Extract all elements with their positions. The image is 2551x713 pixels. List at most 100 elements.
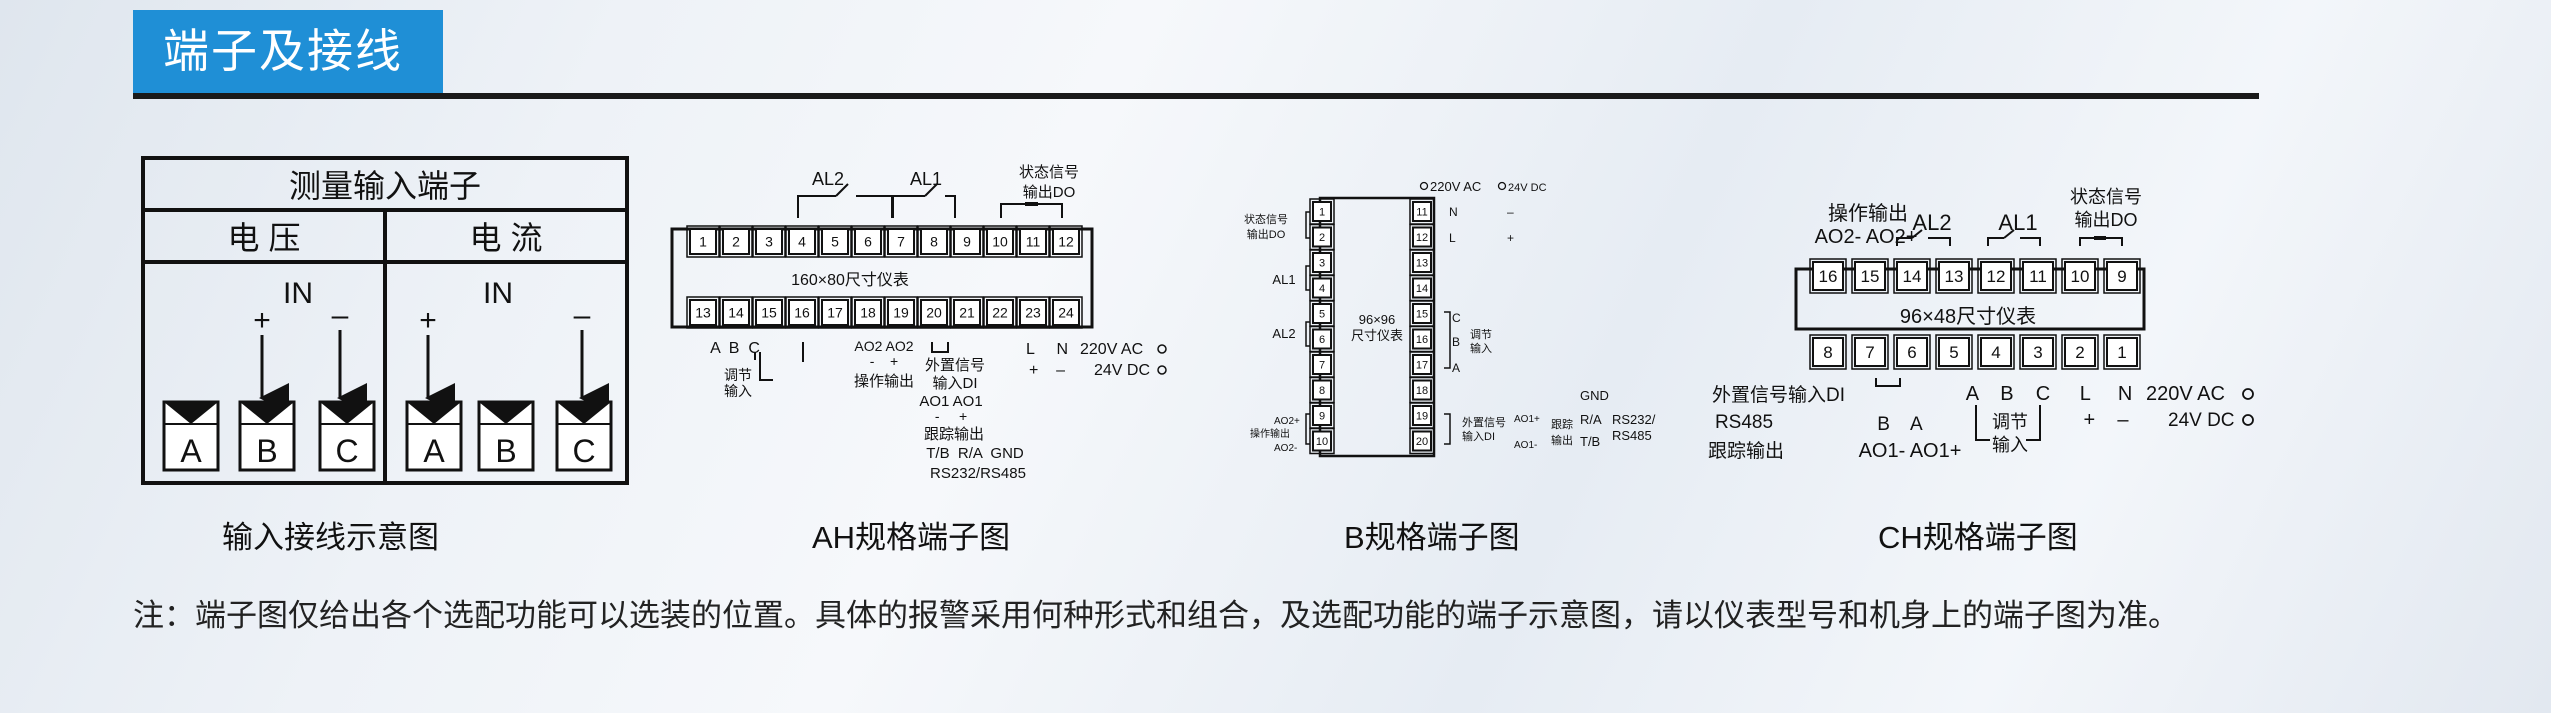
b-tb: T/B	[1580, 434, 1600, 449]
b-terminal-11: 11	[1409, 198, 1435, 225]
ah-terminal-12: 12	[1049, 225, 1083, 258]
b-terminal-number: 16	[1416, 334, 1428, 346]
b-op-out: 操作输出	[1250, 427, 1290, 440]
ah-terminal-number: 5	[831, 234, 839, 250]
ch-terminal-number: 4	[1991, 343, 2000, 362]
ah-ao1-sign: - +	[935, 408, 967, 424]
ah-al2: AL2	[812, 169, 844, 189]
ah-terminal-21: 21	[950, 296, 984, 329]
ch-caption: CH规格端子图	[1878, 520, 2078, 555]
ah-terminal-number: 11	[1026, 234, 1041, 250]
ah-terminal-number: 14	[728, 305, 744, 321]
ch-ext: 外置信号输入DI	[1712, 384, 1845, 406]
ch-terminal-number: 16	[1819, 267, 1838, 286]
ah-terminal-number: 23	[1025, 305, 1041, 321]
ah-terminal-number: 7	[897, 234, 905, 250]
ah-terminal-11: 11	[1016, 225, 1050, 258]
ah-terminal-number: 19	[893, 305, 909, 321]
ch-terminal-number: 9	[2117, 267, 2126, 286]
b-a: A	[1452, 361, 1460, 375]
ch-terminal-15: 15	[1851, 258, 1889, 294]
ah-terminal-number: 3	[765, 234, 773, 250]
b-terminal-13: 13	[1409, 249, 1435, 276]
ah-terminal-number: 16	[794, 305, 810, 321]
ah-terminal-23: 23	[1016, 296, 1050, 329]
b-terminal-number: 13	[1416, 257, 1428, 269]
ah-terminal-10: 10	[983, 225, 1017, 258]
ah-abc: A B C	[710, 340, 760, 357]
minus-voltage: –	[332, 299, 349, 332]
ch-dc: 24V DC	[2168, 410, 2235, 431]
input-terminal-C: C	[318, 400, 376, 472]
ah-ln: L N	[1026, 341, 1068, 358]
ah-terminal-2: 2	[719, 225, 753, 258]
section-title: 端子及接线	[133, 10, 443, 93]
b-terminal-4: 4	[1309, 274, 1335, 302]
ah-terminal-16: 16	[785, 296, 819, 329]
input-terminal-letter: A	[423, 433, 445, 469]
ch-terminal-7: 7	[1851, 334, 1889, 370]
b-track: 跟踪	[1551, 417, 1573, 431]
input-title: 测量输入端子	[289, 168, 481, 204]
b-rs-2: RS485	[1612, 428, 1652, 443]
b-ao2p: AO2+	[1274, 416, 1300, 427]
b-track-2: 输出	[1551, 433, 1573, 447]
ch-adj: 调节	[1992, 412, 2028, 432]
b-terminal-10: 10	[1309, 427, 1335, 455]
ah-terminal-15: 15	[752, 296, 786, 329]
ch-terminal-12: 12	[1977, 258, 2015, 294]
b-terminal-number: 2	[1319, 232, 1325, 244]
ah-terminal-number: 12	[1058, 234, 1074, 250]
b-terminal-9: 9	[1309, 402, 1335, 429]
input-terminal-B: B	[477, 400, 535, 472]
ah-ext-2: 输入DI	[932, 375, 977, 392]
ch-terminal-8: 8	[1809, 334, 1847, 370]
b-ra: R/A	[1580, 412, 1602, 427]
ah-terminal-5: 5	[818, 225, 852, 258]
ah-dc: 24V DC	[1094, 362, 1150, 379]
ch-ln-sign: + –	[2083, 409, 2129, 431]
ch-terminal-number: 14	[1903, 267, 1922, 286]
b-terminal-12: 12	[1409, 223, 1435, 251]
b-terminal-5: 5	[1309, 300, 1335, 327]
ch-terminal-13: 13	[1935, 258, 1973, 294]
ah-terminal-8: 8	[917, 225, 951, 258]
ah-adj: 调节	[724, 367, 752, 383]
ah-terminal-22: 22	[983, 296, 1017, 329]
ah-terminal-number: 24	[1058, 305, 1074, 321]
input-terminal-A: A	[405, 400, 463, 472]
b-terminal-number: 20	[1416, 436, 1428, 448]
ch-terminal-number: 2	[2075, 343, 2084, 362]
input-terminal-letter: B	[495, 433, 516, 469]
ch-terminal-number: 8	[1823, 343, 1832, 362]
ah-terminal-24: 24	[1049, 296, 1083, 329]
ch-terminal-10: 10	[2061, 258, 2099, 294]
b-status: 状态信号	[1244, 212, 1288, 226]
b-terminal-number: 9	[1319, 410, 1325, 422]
b-ao2m: AO2-	[1274, 443, 1297, 454]
ch-track: 跟踪输出	[1708, 440, 1784, 462]
ah-ac: 220V AC	[1080, 341, 1143, 358]
ch-terminal-3: 3	[2019, 334, 2057, 370]
ah-terminal-14: 14	[719, 296, 753, 329]
ah-terminal-number: 17	[827, 305, 843, 321]
b-ext-2: 输入DI	[1462, 429, 1495, 443]
b-caption: B规格端子图	[1344, 520, 1520, 555]
b-rs-1: RS232/	[1612, 412, 1656, 427]
ch-adj-2: 输入	[1992, 435, 2028, 455]
b-terminal-number: 19	[1416, 410, 1428, 422]
ah-terminal-3: 3	[752, 225, 786, 258]
b-terminal-8: 8	[1309, 376, 1335, 404]
minus-current: –	[574, 299, 591, 332]
input-terminal-letter: B	[256, 433, 277, 469]
ah-terminal-number: 6	[864, 234, 872, 250]
b-status-2: 输出DO	[1247, 227, 1286, 241]
ah-terminal-number: 4	[798, 234, 806, 250]
footnote: 注：端子图仅给出各个选配功能可以选装的位置。具体的报警采用何种形式和组合，及选配…	[133, 598, 2179, 633]
ch-terminal-9: 9	[2103, 258, 2141, 294]
b-l: L	[1449, 231, 1456, 245]
b-terminal-16: 16	[1409, 325, 1435, 353]
